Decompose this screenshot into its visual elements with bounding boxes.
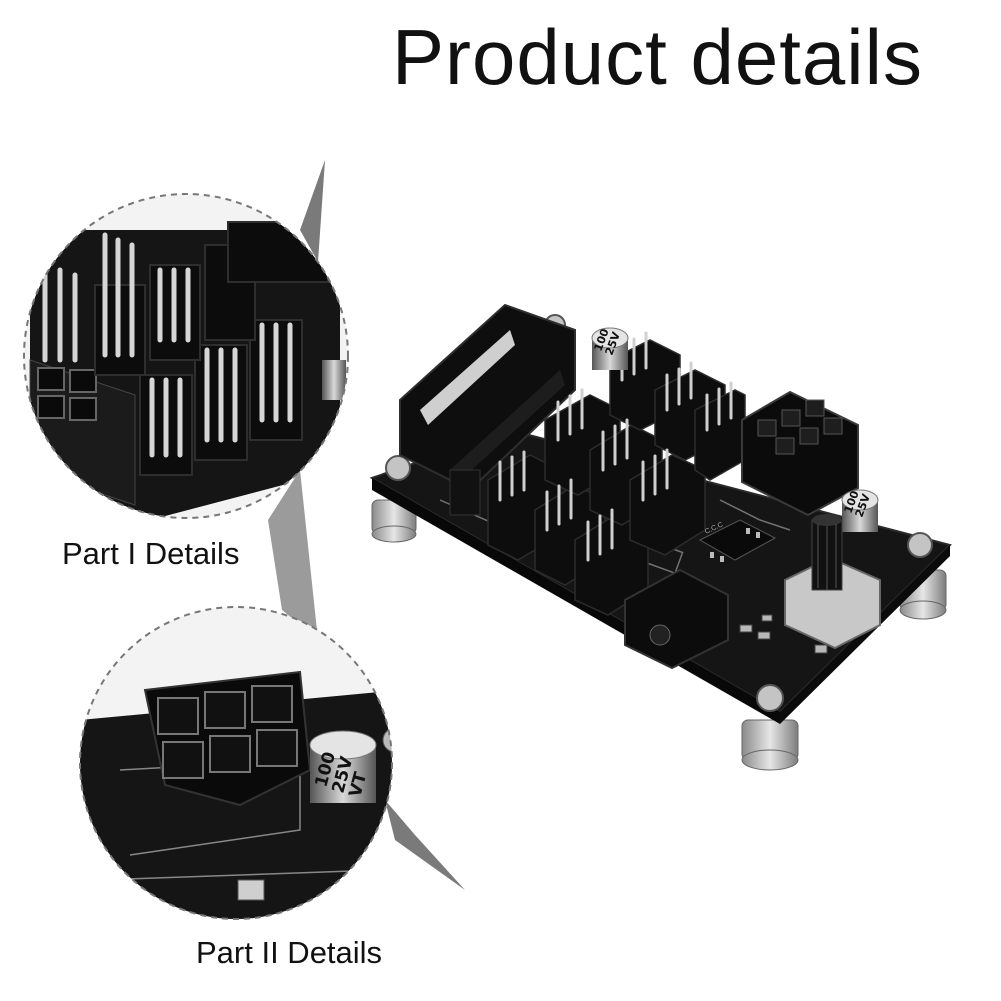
dc-jack-icon (624, 568, 729, 670)
part1-caption: Part I Details (62, 536, 240, 571)
callout-pointer-middle (268, 470, 318, 640)
standoff (371, 499, 947, 771)
callout-pointer-bottom (385, 800, 465, 890)
callout-pointer-top (300, 160, 325, 262)
capacitor-label-zoomed: 100 25V VT (312, 750, 372, 800)
capacitor-icon (591, 327, 879, 532)
molex-power-connector (399, 303, 576, 516)
magnifier-callout-icon (79, 606, 393, 920)
smd-components (739, 614, 828, 654)
magnifier-callout-icon (23, 193, 349, 519)
fan-header-array (487, 339, 746, 616)
potentiometer-knob-icon (784, 514, 881, 650)
fan-hub-board (369, 303, 952, 771)
controller-chip (698, 519, 777, 562)
page-title: Product details (392, 13, 923, 101)
part2-caption: Part II Details (196, 935, 383, 970)
power-connector-icon (741, 390, 859, 517)
